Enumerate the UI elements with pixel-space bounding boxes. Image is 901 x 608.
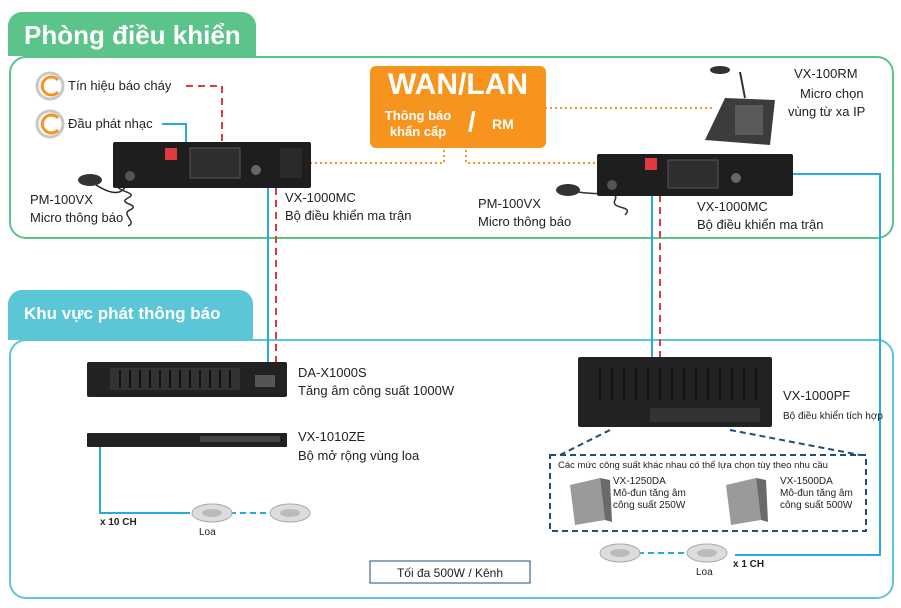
left-controller-desc: Bộ điều khiển ma trận	[285, 208, 412, 223]
speaker-right-2	[686, 543, 728, 563]
max-note-box	[369, 560, 531, 584]
amplifier-desc: Tăng âm công suất 1000W	[298, 383, 455, 398]
wan-rm: RM	[492, 116, 514, 132]
control-room-tab: Phòng điều khiển	[8, 12, 256, 56]
remote-mic-desc-2: vùng từ xa IP	[788, 104, 866, 119]
broadcast-area-tab: Khu vực phát thông báo	[8, 290, 253, 340]
module-1250-device	[570, 478, 612, 525]
wan-emergency: Thông báo khẩn cấp	[384, 108, 452, 139]
max-note: Tối đa 500W / Kênh	[396, 566, 504, 580]
wan-title: WAN/LAN	[388, 68, 528, 101]
module-1500-model: VX-1500DA	[780, 476, 833, 487]
module-1250-line1: Mô-đun tăng âm	[613, 488, 686, 499]
module-1500-device	[726, 478, 768, 525]
left-mic-icon	[78, 174, 102, 186]
remote-mic-desc-1: Micro chọn	[800, 86, 864, 101]
wan-lan-box: WAN/LAN Thông báo khẩn cấp / RM	[370, 66, 546, 148]
fire-signal-icon	[35, 71, 65, 101]
left-controller-device	[113, 142, 311, 188]
right-speaker-line	[735, 173, 881, 556]
music-source-label: Đầu phát nhạc	[68, 116, 153, 131]
left-mic-model: PM-100VX	[30, 192, 93, 207]
module-1250-line2: công suất 250W	[613, 500, 686, 511]
fire-signal-line	[186, 85, 223, 142]
broadcast-area-frame	[9, 339, 894, 599]
remote-mic-model: VX-100RM	[794, 66, 858, 81]
remote-mic-device	[705, 66, 775, 145]
integrated-desc: Bộ điều khiển tích hợp	[783, 411, 883, 422]
broadcast-area-title: Khu vực phát thông báo	[24, 304, 221, 323]
left-speaker-line	[99, 445, 190, 514]
left-controller-model: VX-1000MC	[285, 190, 356, 205]
music-line	[162, 123, 187, 142]
module-1500-line1: Mô-đun tăng âm	[780, 488, 853, 499]
wan-slash: /	[468, 106, 476, 137]
amplifier-model: DA-X1000S	[298, 365, 367, 380]
zone-expander-model: VX-1010ZE	[298, 429, 366, 444]
control-room-frame	[9, 56, 894, 239]
music-source-icon	[35, 109, 65, 139]
left-mic-desc: Micro thông báo	[30, 210, 124, 225]
channels-right: x 1 CH	[733, 559, 765, 570]
power-options-box	[549, 454, 867, 532]
right-mic-icon	[556, 184, 580, 196]
right-controller-model: VX-1000MC	[697, 199, 768, 214]
speaker-left-2	[269, 503, 311, 523]
zone-expander-desc: Bộ mở rộng vùng loa	[298, 448, 420, 463]
zone-expander-device	[87, 433, 287, 447]
integrated-model: VX-1000PF	[783, 388, 851, 403]
right-mic-model: PM-100VX	[478, 196, 541, 211]
module-1500-line2: công suất 500W	[780, 500, 853, 511]
right-mic-desc: Micro thông báo	[478, 214, 572, 229]
speaker-label-right: Loa	[696, 567, 713, 578]
right-controller-device	[597, 154, 793, 196]
right-controller-desc: Bộ điều khiển ma trận	[697, 217, 824, 232]
power-options-caption: Các mức công suất khác nhau có thể lựa c…	[558, 460, 828, 471]
control-room-title: Phòng điều khiển	[24, 20, 241, 50]
speaker-right-1	[599, 543, 641, 563]
integrated-device	[578, 357, 772, 427]
speaker-left-1	[191, 503, 233, 523]
wan-line-right	[465, 140, 597, 164]
speaker-label-left: Loa	[199, 527, 216, 538]
channels-left: x 10 CH	[100, 517, 137, 528]
fire-signal-label: Tín hiệu báo cháy	[68, 78, 172, 93]
amplifier-device	[87, 362, 287, 397]
module-1250-model: VX-1250DA	[613, 476, 666, 487]
